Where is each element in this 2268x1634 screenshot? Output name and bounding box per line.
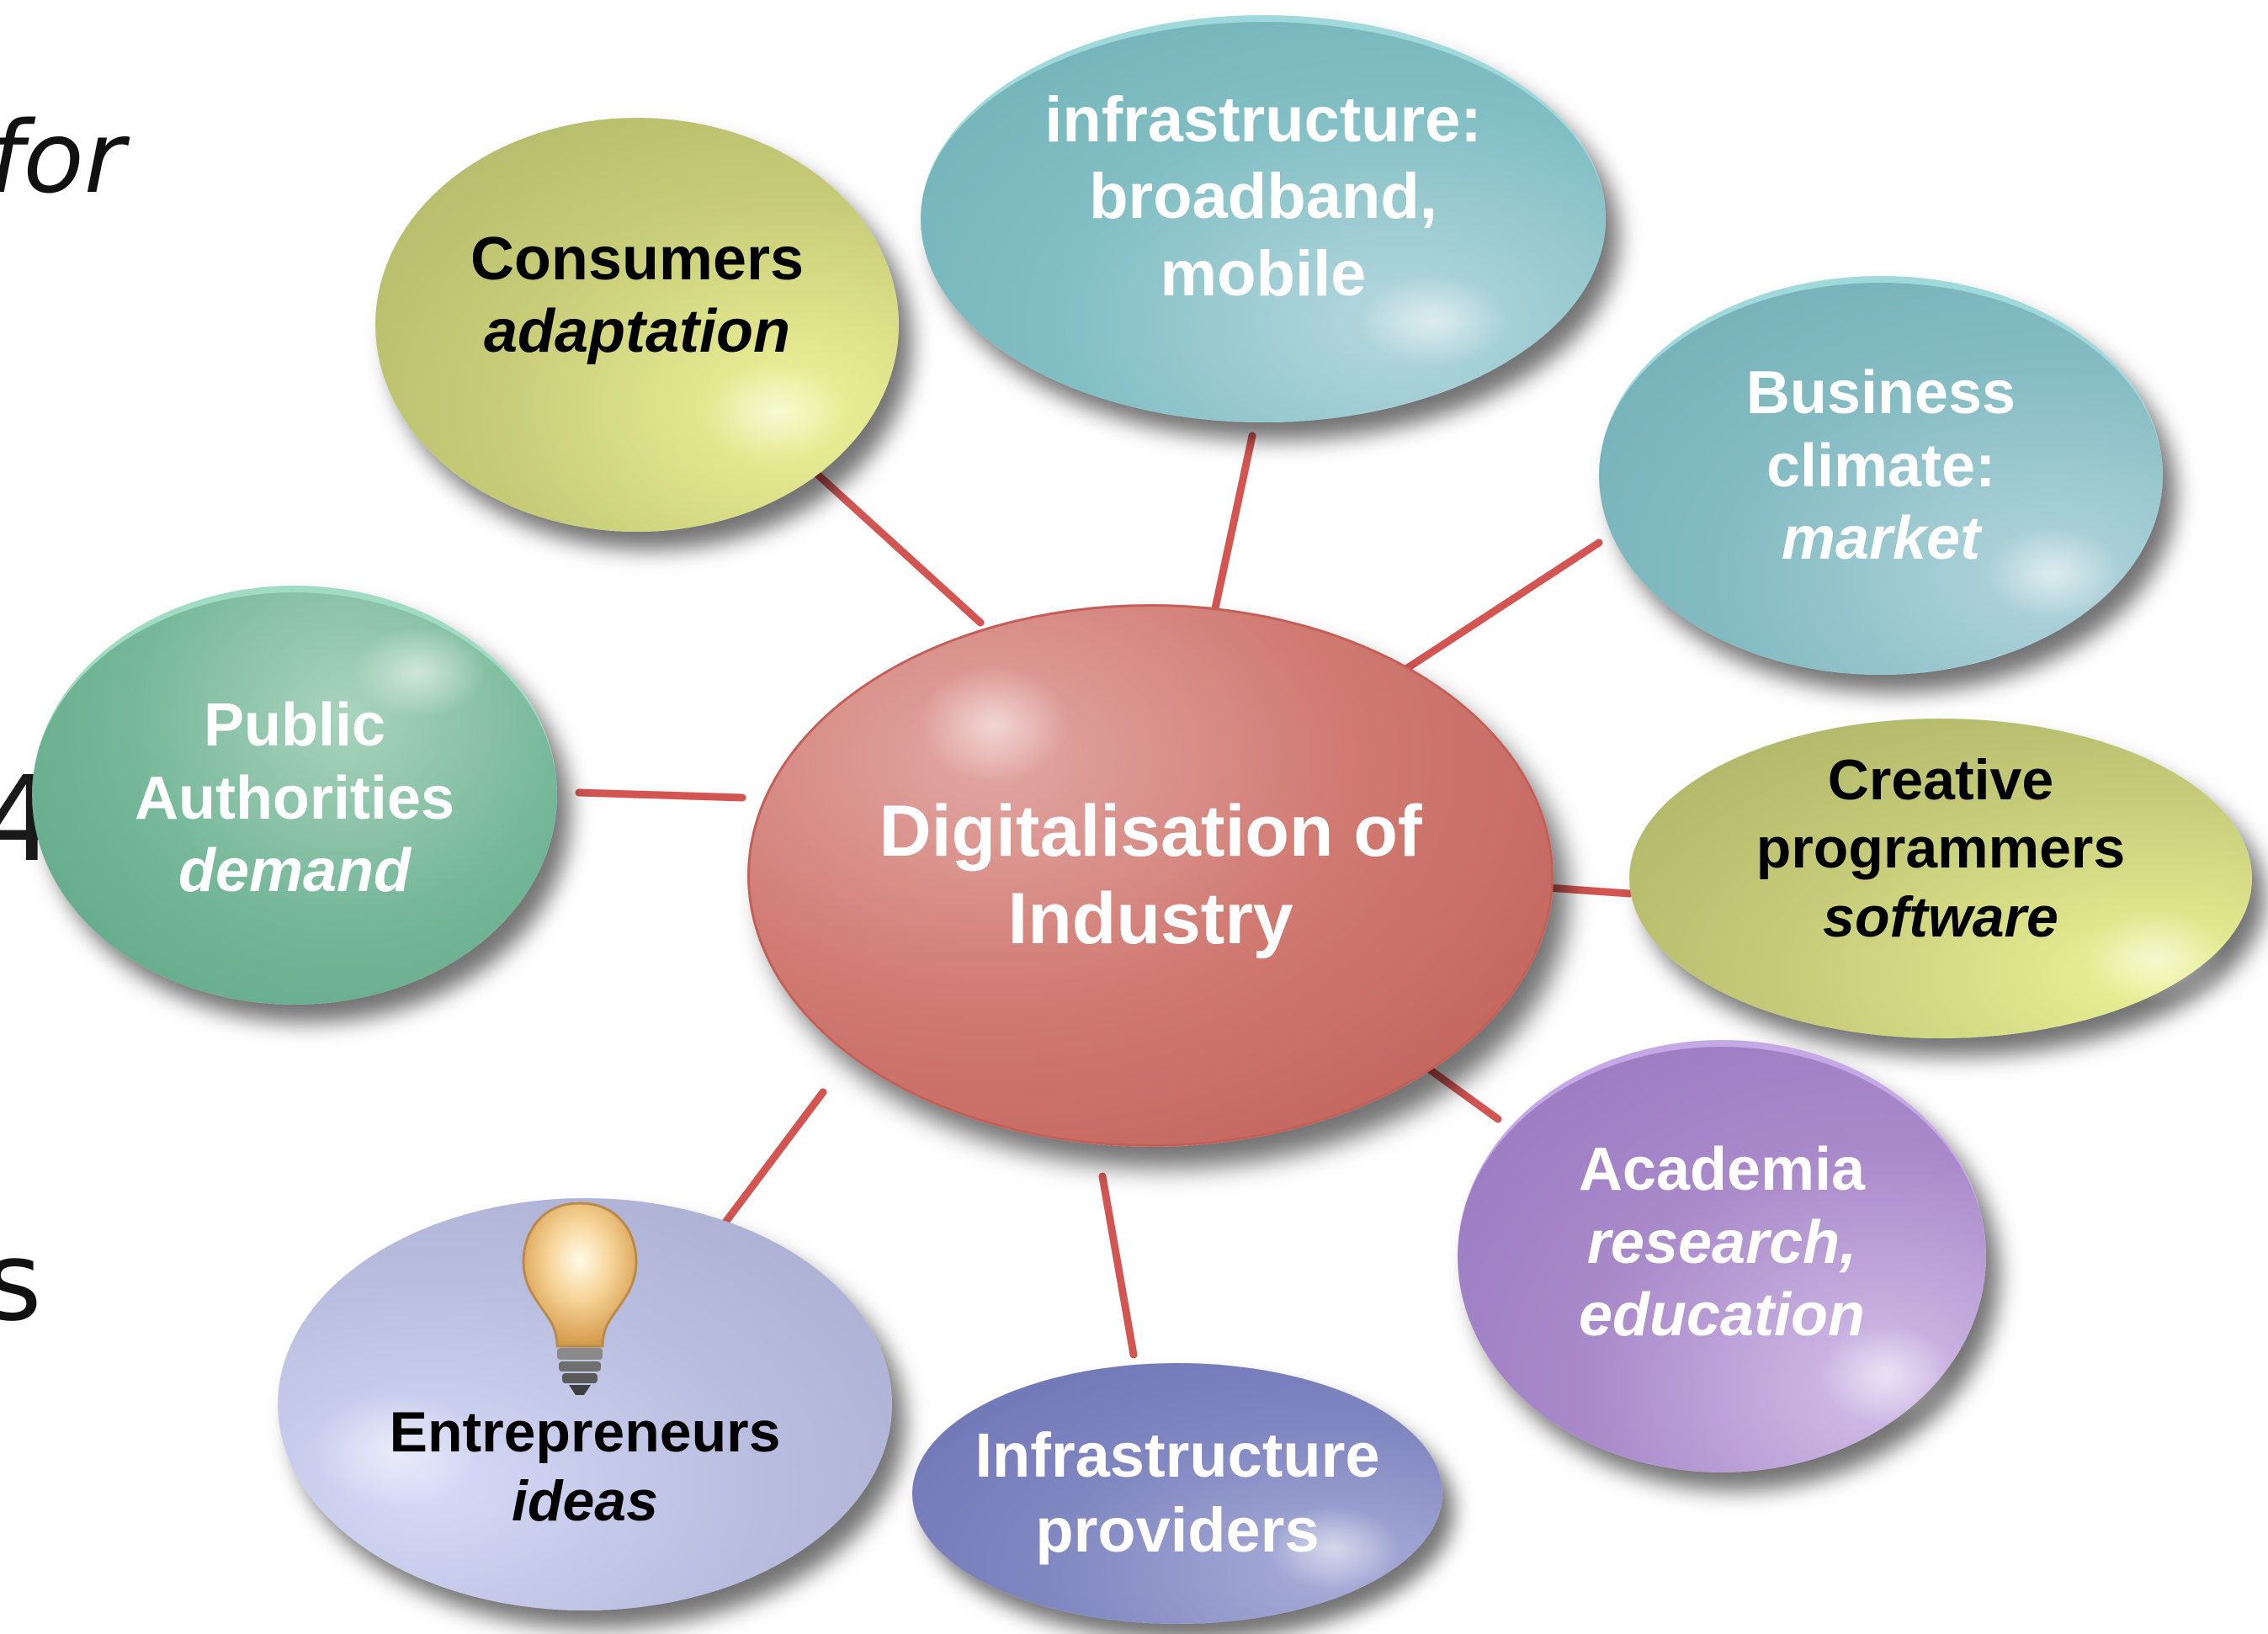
highlight [2084,912,2227,1005]
node-role: ideas [512,1469,658,1533]
node-line: climate: [1766,432,1996,500]
node-business-climate: Business climate: market [1599,276,2163,675]
node-role: education [1578,1281,1866,1350]
node-title: Academia [1578,1136,1866,1204]
node-infrastructure-providers: Infrastructure providers [912,1363,1442,1624]
node-academia: Academia research, education [1458,1040,1986,1472]
highlight [704,362,847,463]
node-title: Entrepreneurs [389,1400,781,1465]
center-line: Digitalisation of [879,791,1422,873]
lightbulb-icon [522,1202,638,1395]
connector-providers [1098,1172,1138,1359]
node-line: mobile [1160,237,1367,310]
node-title: Consumers [470,225,805,293]
connector-public [575,788,746,802]
node-infrastructure: infrastructure: broadband, mobile [921,15,1606,422]
node-creative-programmers: Creative programmers software [1629,719,2252,1038]
connector-business [1393,538,1603,679]
node-line: Creative [1827,747,2054,812]
highlight [1358,274,1510,367]
background-fragment-s: s [0,1218,42,1345]
node-line: Public [203,692,386,760]
node-line: programmers [1755,816,2126,881]
node-role: market [1781,505,1981,573]
node-role: adaptation [483,298,790,365]
node-line: providers [1035,1495,1320,1565]
node-role: research, [1586,1208,1857,1276]
highlight [918,666,1070,783]
highlight [1986,527,2121,619]
center-line: Industry [1007,878,1293,959]
node-role: demand [178,837,412,905]
node-line: infrastructure: [1044,84,1482,157]
connector-consumers [808,465,985,627]
node-line: Business [1745,359,2016,427]
node-line: Infrastructure [975,1420,1380,1491]
background-fragment-for: for [0,99,125,215]
node-consumers: Consumers adaptation [375,118,899,532]
connector-entrepreneurs [718,1088,827,1231]
node-line: broadband, [1089,161,1437,233]
node-role: software [1823,884,2058,949]
node-public-authorities: Public Authorities demand [32,586,557,1005]
node-line: Authorities [134,764,454,832]
node-digitalisation-of-industry: Digitalisation of Industry [747,604,1554,1147]
